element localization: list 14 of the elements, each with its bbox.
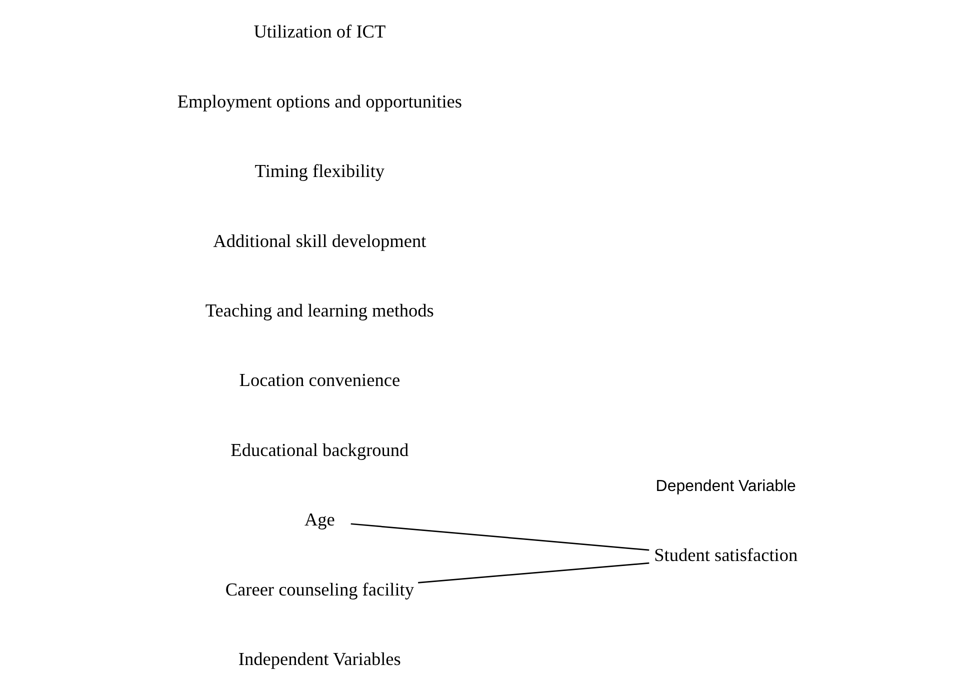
node-text: Timing flexibility [254, 161, 384, 182]
node-text: Location convenience [238, 370, 400, 390]
node-text: Age [304, 510, 334, 530]
node-text: Teaching and learning methods [204, 300, 434, 320]
connector [418, 562, 649, 584]
label: Independent Variables [238, 648, 400, 669]
connector [350, 523, 649, 551]
node-text: Career counseling facility [224, 579, 414, 600]
label: Dependent Variable [655, 478, 796, 496]
node-text: Employment options and opportunities [176, 91, 462, 112]
node-text: Utilization of ICT [253, 22, 386, 42]
node-text: Additional skill development [212, 230, 426, 251]
node-text: Educational background [230, 440, 408, 460]
node-text: Student satisfaction [654, 545, 798, 566]
